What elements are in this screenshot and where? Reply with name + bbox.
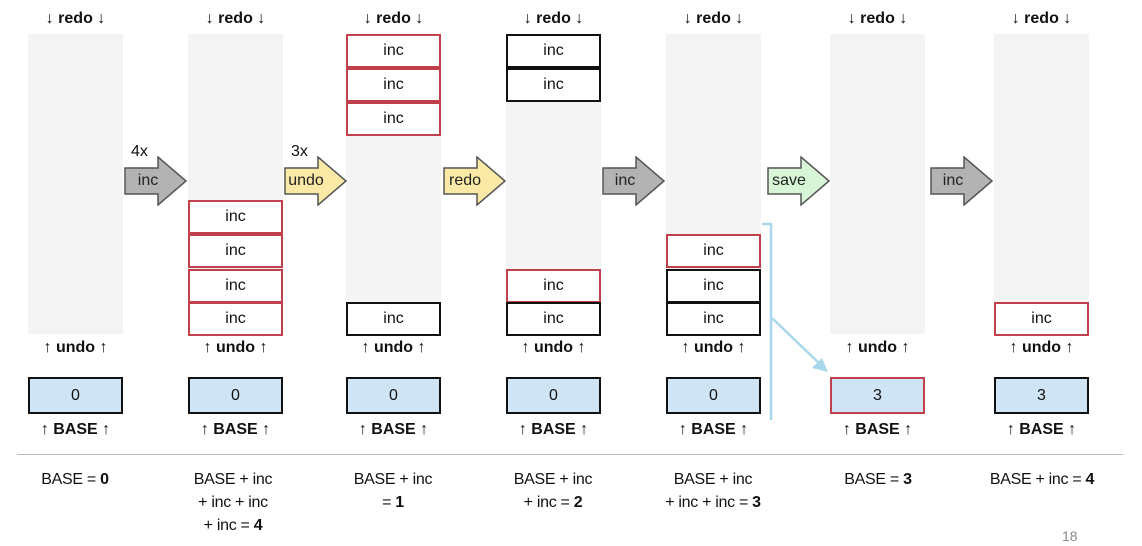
base-label: ↑ BASE ↑ (1006, 421, 1077, 438)
base-label: ↑ BASE ↑ (358, 421, 429, 438)
state-column-2: ↓ redo ↓ inc inc inc inc ↑ undo ↑ 0 ↑ BA… (188, 0, 288, 546)
undo-entry-inc: inc (188, 269, 283, 303)
base-box: 0 (666, 377, 761, 414)
base-label: ↑ BASE ↑ (200, 421, 271, 438)
state-column-1: ↓ redo ↓ ↑ undo ↑ 0 ↑ BASE ↑ (28, 0, 128, 546)
undo-label: ↑ undo ↑ (43, 339, 108, 356)
redo-label: ↓ redo ↓ (523, 10, 584, 27)
result-formula-3: BASE + inc = 1 (353, 471, 433, 511)
undo-label: ↑ undo ↑ (203, 339, 268, 356)
undo-entry-inc: inc (666, 302, 761, 336)
divider (17, 454, 1123, 455)
transition-arrow-redo: redo (443, 156, 507, 206)
undo-entry-inc: inc (666, 234, 761, 268)
stack-lane (994, 34, 1089, 334)
redo-label: ↓ redo ↓ (847, 10, 908, 27)
undo-label: ↑ undo ↑ (1009, 339, 1074, 356)
undo-label: ↑ undo ↑ (361, 339, 426, 356)
base-box: 0 (346, 377, 441, 414)
undo-entry-inc: inc (188, 302, 283, 336)
base-label: ↑ BASE ↑ (678, 421, 749, 438)
base-box: 0 (188, 377, 283, 414)
transition-arrow-inc: inc (124, 156, 188, 206)
undo-entry-inc: inc (188, 200, 283, 234)
redo-label: ↓ redo ↓ (363, 10, 424, 27)
redo-entry-inc: inc (346, 102, 441, 136)
state-column-7: ↓ redo ↓ inc ↑ undo ↑ 3 ↑ BASE ↑ (994, 0, 1094, 546)
base-label: ↑ BASE ↑ (40, 421, 111, 438)
state-column-5: ↓ redo ↓ inc inc inc ↑ undo ↑ 0 ↑ BASE ↑ (666, 0, 766, 546)
base-label: ↑ BASE ↑ (518, 421, 589, 438)
state-column-4: ↓ redo ↓ inc inc inc inc ↑ undo ↑ 0 ↑ BA… (506, 0, 606, 546)
transition-arrow-undo: undo (284, 156, 348, 206)
stack-lane (830, 34, 925, 334)
result-formula-6: BASE = 3 (844, 471, 912, 488)
base-box: 3 (994, 377, 1089, 414)
result-formula-4: BASE + inc + inc = 2 (513, 471, 593, 511)
transition-arrow-inc: inc (930, 156, 994, 206)
base-box: 3 (830, 377, 925, 414)
state-column-6: ↓ redo ↓ ↑ undo ↑ 3 ↑ BASE ↑ (830, 0, 930, 546)
result-formula-2: BASE + inc + inc + inc + inc = 4 (193, 471, 273, 534)
undo-entry-inc: inc (346, 302, 441, 336)
redo-entry-inc: inc (346, 68, 441, 102)
redo-label: ↓ redo ↓ (45, 10, 106, 27)
state-column-3: ↓ redo ↓ inc inc inc inc ↑ undo ↑ 0 ↑ BA… (346, 0, 446, 546)
result-formula-5: BASE + inc + inc + inc = 3 (665, 471, 761, 511)
redo-entry-inc: inc (506, 34, 601, 68)
redo-entry-inc: inc (506, 68, 601, 102)
base-label: ↑ BASE ↑ (842, 421, 913, 438)
transition-label: inc (942, 172, 964, 189)
redo-entry-inc: inc (346, 34, 441, 68)
base-box: 0 (506, 377, 601, 414)
transition-label: inc (614, 172, 636, 189)
stack-lane (28, 34, 123, 334)
transition-arrow-inc: inc (602, 156, 666, 206)
transition-count: 3x (291, 143, 308, 160)
transition-count: 4x (131, 143, 148, 160)
undo-label: ↑ undo ↑ (681, 339, 746, 356)
transition-label: undo (288, 172, 324, 189)
transition-arrow-save: save (767, 156, 831, 206)
undo-entry-inc: inc (506, 302, 601, 336)
undo-entry-inc: inc (994, 302, 1089, 336)
redo-label: ↓ redo ↓ (205, 10, 266, 27)
redo-label: ↓ redo ↓ (683, 10, 744, 27)
transition-label: save (772, 172, 806, 189)
page-number: 18 (1062, 528, 1078, 544)
undo-entry-inc: inc (188, 234, 283, 268)
base-box: 0 (28, 377, 123, 414)
result-formula-1: BASE = 0 (41, 471, 109, 488)
result-formula-7: BASE + inc = 4 (989, 471, 1095, 488)
undo-label: ↑ undo ↑ (845, 339, 910, 356)
undo-label: ↑ undo ↑ (521, 339, 586, 356)
transition-label: inc (137, 172, 159, 189)
transition-label: redo (448, 172, 482, 189)
redo-label: ↓ redo ↓ (1011, 10, 1072, 27)
